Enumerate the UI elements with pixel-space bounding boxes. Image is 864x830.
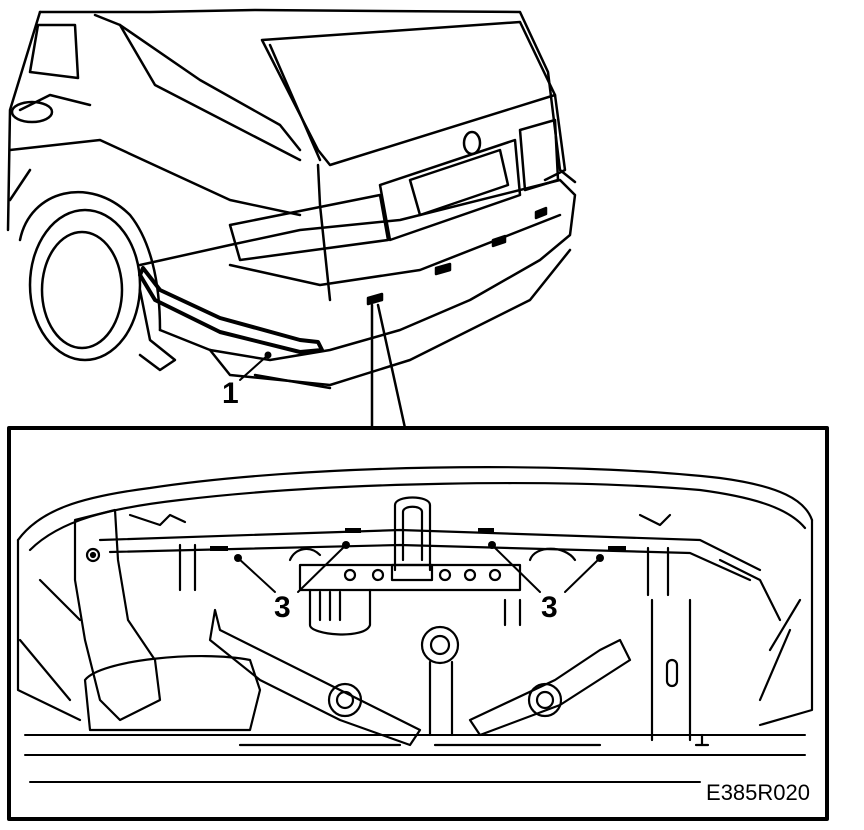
detail-frame xyxy=(7,426,829,821)
callout-3-label-left: 3 xyxy=(274,591,291,624)
figure-code: E385R020 xyxy=(706,780,810,805)
car-rear-view xyxy=(6,8,577,390)
callout-3-leaders xyxy=(237,544,601,593)
bumper-trim-strip xyxy=(138,266,324,354)
detail-pointer xyxy=(370,303,407,430)
bumper-interior-view xyxy=(16,466,814,783)
callout-1-leader xyxy=(239,354,269,381)
callout-1-label: 1 xyxy=(222,377,239,410)
callout-3-label-right: 3 xyxy=(541,591,558,624)
